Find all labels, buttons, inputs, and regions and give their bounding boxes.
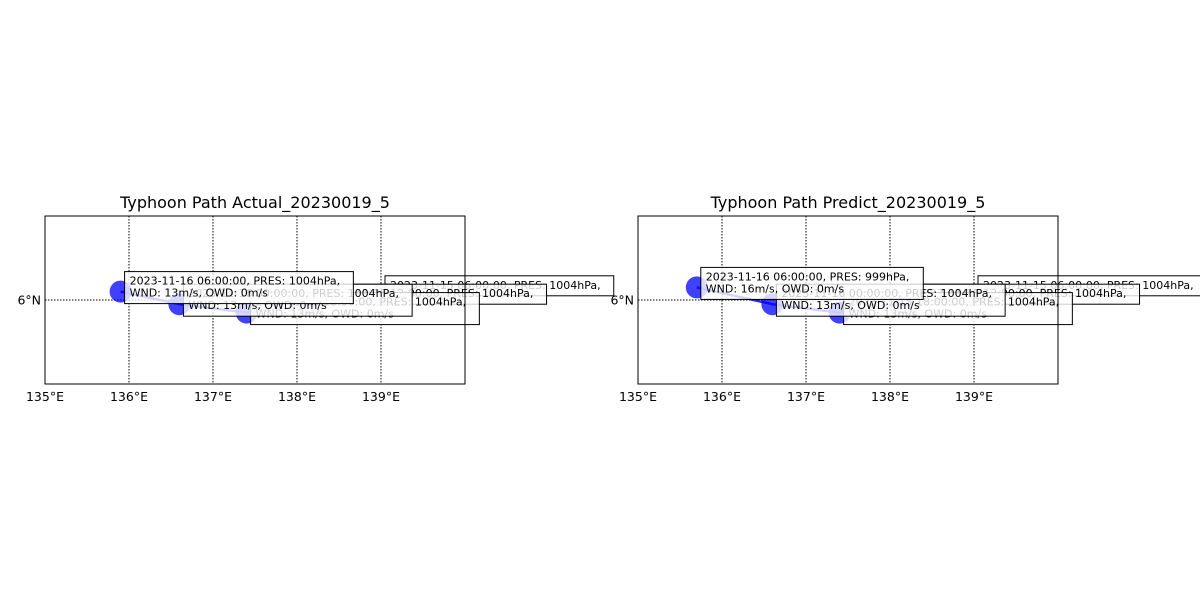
lon-tick-label: 135°E: [26, 389, 64, 404]
lon-tick-label: 138°E: [278, 389, 316, 404]
annotation-box: [124, 271, 354, 305]
lon-tick-label: 136°E: [703, 389, 741, 404]
lon-tick-label: 139°E: [362, 389, 400, 404]
map-title: Typhoon Path Actual_20230019_5: [119, 193, 390, 213]
lon-tick-label: 138°E: [871, 389, 909, 404]
lon-tick-label: 137°E: [194, 389, 232, 404]
map-frame: [44, 215, 466, 385]
map-panel-predict: Typhoon Path Predict_20230019_5 135°E 136°…: [610, 193, 1200, 404]
map-panel-actual: Typhoon Path Actual_20230019_5 135°E 136°E…: [17, 193, 615, 404]
annotation-text: WND: 16m/s, OWD: 0m/s: [706, 282, 845, 295]
lat-tick-label: 6°N: [17, 293, 41, 308]
map-title: Typhoon Path Predict_20230019_5: [710, 193, 986, 213]
lon-tick-label: 137°E: [787, 389, 825, 404]
lat-tick-label: 6°N: [610, 293, 634, 308]
annotation-text: 2023-11-16 06:00:00, PRES: 1004hPa,: [130, 275, 341, 288]
annotation-text: WND: 13m/s, OWD: 0m/s: [781, 299, 920, 312]
lon-tick-label: 136°E: [110, 389, 148, 404]
map-frame: [637, 215, 1059, 385]
lon-tick-label: 139°E: [955, 389, 993, 404]
annotation-text: 2023-11-16 06:00:00, PRES: 999hPa,: [706, 270, 910, 283]
annotation-text: WND: 13m/s, OWD: 0m/s: [130, 287, 269, 300]
annotation-box: [700, 266, 924, 300]
lon-tick-label: 135°E: [619, 389, 657, 404]
